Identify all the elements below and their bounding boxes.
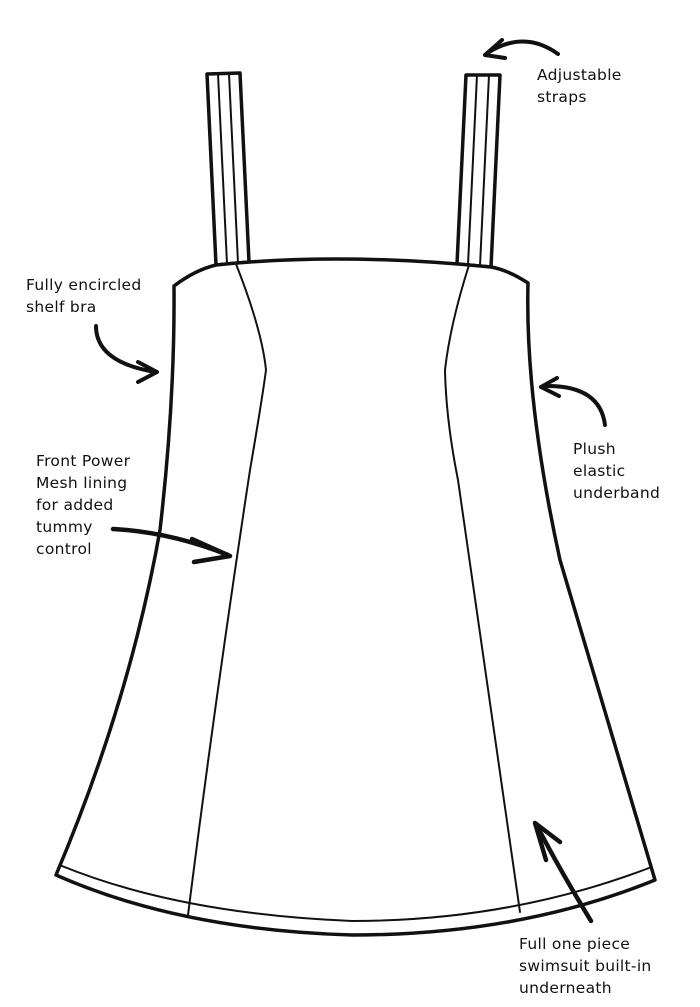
callout-shelf-bra: Fully encircled shelf bra	[26, 276, 142, 316]
dress-outline	[54, 257, 657, 937]
left-strap	[205, 71, 251, 267]
callout-elastic-underband: Plush elastic underband	[573, 440, 661, 502]
hem-band	[61, 865, 650, 922]
left-princess-seam	[187, 263, 267, 916]
arrow-swimsuit	[532, 820, 594, 924]
callout-built-in-swimsuit: Full one piece swimsuit built-in underne…	[519, 935, 652, 997]
right-strap	[455, 73, 502, 269]
callout-adjustable-straps: Adjustable straps	[537, 66, 622, 106]
arrow-straps	[483, 38, 560, 60]
right-princess-seam	[444, 264, 521, 913]
arrow-power-mesh	[110, 526, 233, 565]
callout-power-mesh-lining: Front Power Mesh lining for added tummy …	[36, 452, 131, 558]
arrow-shelf-bra	[94, 324, 159, 384]
arrow-underband	[539, 376, 607, 427]
